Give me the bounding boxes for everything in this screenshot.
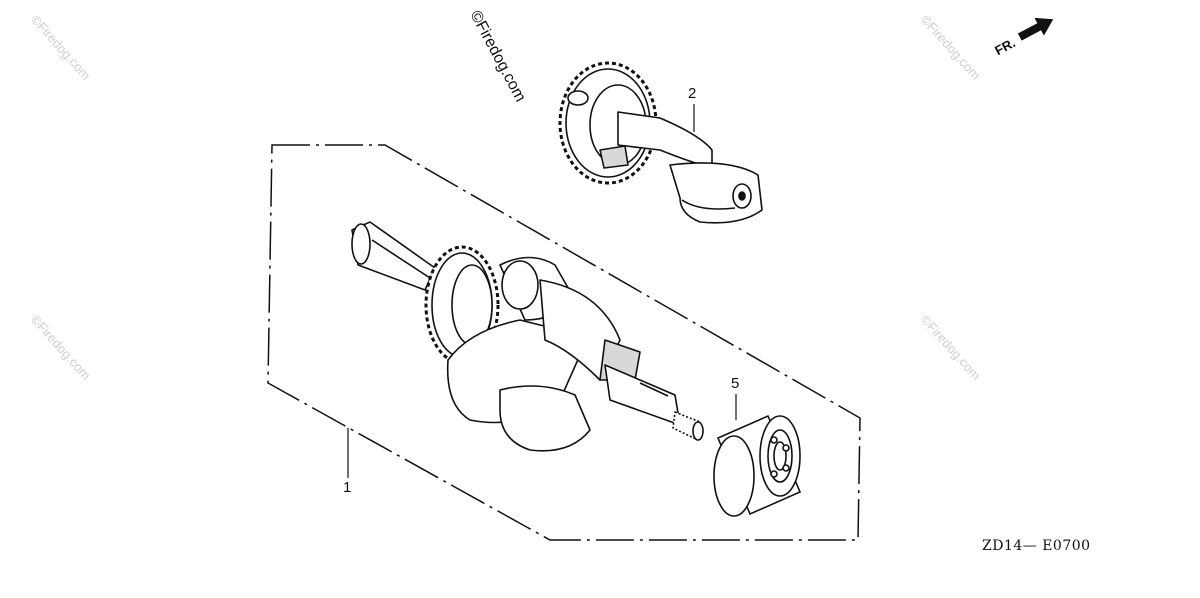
watermark-faint-2: ©Firedog.com [918,12,984,83]
callout-label-2: 2 [688,85,696,102]
front-direction-label: FR. [992,35,1018,58]
watermark-faint-4: ©Firedog.com [918,312,984,383]
watermark-main: ©Firedog.com [466,8,528,105]
callout-2: 2 [688,85,696,132]
front-direction-indicator: FR. [992,17,1054,58]
assembly-outline [267,144,861,541]
watermark-faint-3: ©Firedog.com [28,312,94,383]
callout-label-5: 5 [731,375,739,392]
callout-5: 5 [731,375,739,420]
callout-label-1: 1 [343,479,351,496]
watermark-faint-1: ©Firedog.com [28,12,94,83]
crankshaft-assembly-part-1 [351,221,704,452]
front-arrow-icon [1017,17,1054,41]
diagram-reference-code: ZD14— E0700 [982,538,1091,554]
callout-1: 1 [343,428,351,496]
crankshaft-part-2 [558,61,763,224]
ball-bearing-part-5 [713,414,802,517]
